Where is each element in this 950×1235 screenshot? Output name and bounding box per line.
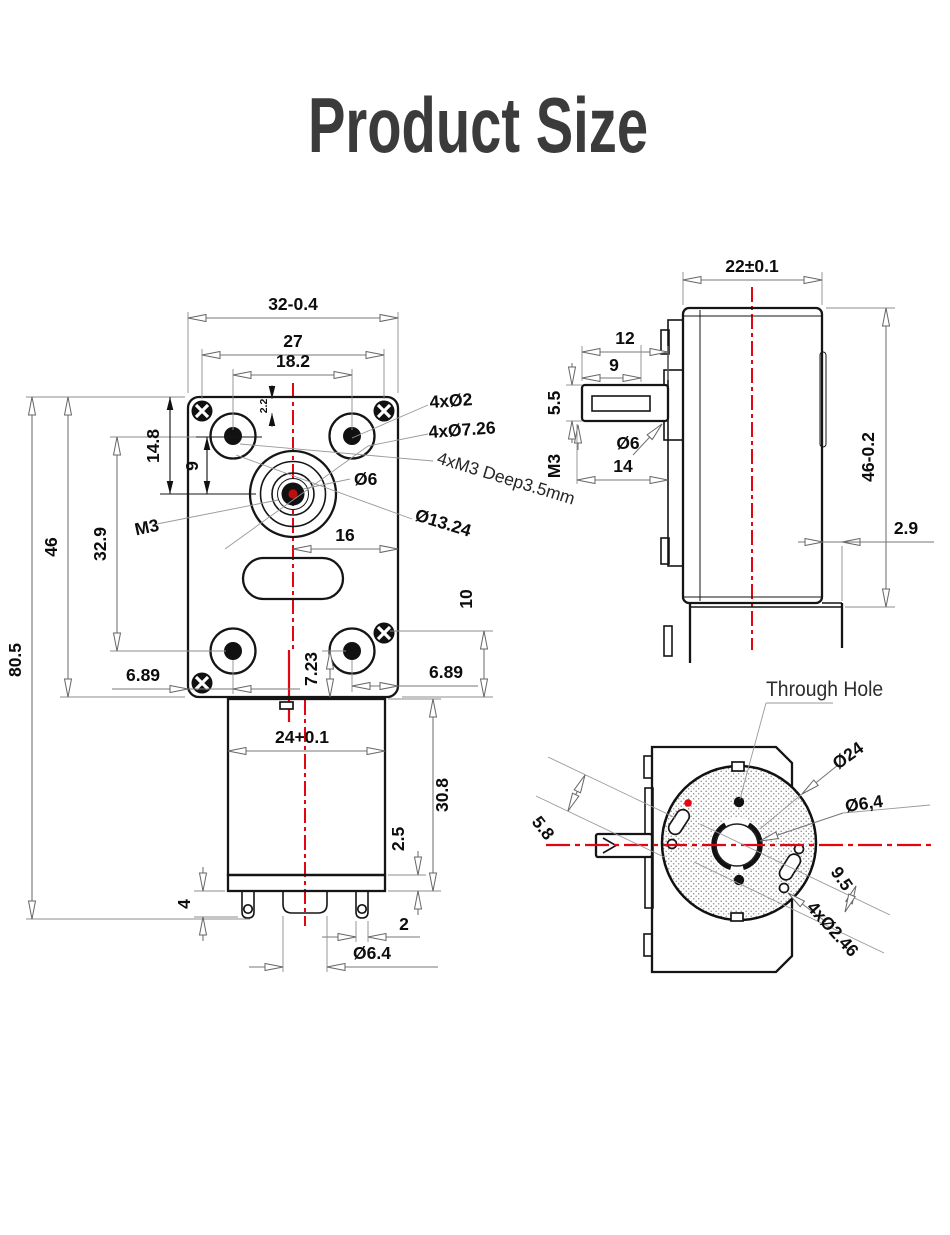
dim-shaft-flat-height: 5.5 [544, 391, 564, 416]
front-callouts: 4xØ2 4xØ7.26 4xM3 Deep3.5mm Ø6 Ø13.24 [224, 389, 577, 550]
label-center-dia: Ø6,4 [844, 791, 885, 816]
keyway-marker [279, 701, 294, 710]
side-seam [819, 351, 827, 448]
dim-edge-to-hole-left: 6.89 [126, 665, 160, 685]
dim-slot-offset: 5.8 [528, 812, 559, 844]
dim-shaft-total-length: 14 [613, 456, 633, 476]
window-slot [241, 556, 345, 601]
dim-screw-span: 27 [283, 331, 302, 351]
label-small-holes: 4xØ2.46 [803, 897, 863, 960]
dim-gearbox-height: 46 [41, 537, 61, 557]
dim-hole-rows-span: 32.9 [90, 527, 110, 561]
dim-overall-width: 32-0.4 [268, 294, 318, 314]
dim-cap-dia: Ø6.4 [353, 943, 391, 963]
side-shaft [580, 383, 670, 423]
dim-hole-span: 18.2 [276, 351, 310, 371]
side-view: 22±0.1 46-0.2 2.9 12 9 5.5 M3 Ø6 [544, 256, 934, 663]
page-title: Product Size [308, 82, 648, 169]
dim-edge-to-hole-right: 6.89 [429, 662, 463, 682]
dim-flat-length: 9 [609, 355, 619, 375]
dim-step-depth: 2.9 [894, 518, 919, 538]
side-front-plate [667, 319, 684, 567]
front-left-dims: 14.8 9 32.9 46 80.5 M3 [5, 396, 279, 920]
corner-screws [191, 400, 395, 694]
motor-outline [226, 697, 387, 877]
dim-slot-span: 9.5 [827, 863, 857, 895]
dim-screw-to-bottom: 10 [456, 589, 476, 609]
dim-body-width: 22±0.1 [725, 256, 779, 276]
through-hole-top [733, 796, 745, 808]
shaft-flat [591, 395, 651, 412]
dim-motor-width: 24+0.1 [275, 727, 329, 747]
motor-terminals [241, 891, 369, 919]
label-mount-holes: 4xØ7.26 [428, 417, 497, 442]
label-shaft-thread: M3 [544, 454, 564, 479]
label-hub-dia: Ø13.24 [413, 505, 474, 541]
vent-slot-upper [667, 808, 691, 836]
dim-motor-height: 30.8 [432, 778, 452, 812]
dim-top-to-center: 14.8 [143, 429, 163, 463]
small-hole-bottom [778, 882, 790, 894]
motor-dims: 24+0.1 30.8 2.5 4 2 Ø6.4 [174, 698, 452, 972]
label-through-hole: Through Hole [766, 677, 883, 701]
rear-view: Through Hole Ø24 Ø6,4 5.8 9.5 4xØ2.46 [528, 677, 932, 974]
label-output-thread: M3 [133, 515, 161, 540]
dim-total-height: 80.5 [5, 643, 25, 677]
red-index-dot [684, 799, 692, 807]
dim-hole-row-to-center: 9 [182, 461, 202, 471]
front-top-dims: 32-0.4 27 18.2 2.2 [187, 294, 399, 430]
dim-shaft-length: 12 [615, 328, 635, 348]
motor-end-cap [282, 891, 328, 914]
label-shaft-dia: Ø6 [354, 469, 378, 489]
front-bottom-dims: 6.89 6.89 7.23 16 10 [112, 525, 493, 698]
motor-plate [226, 873, 387, 893]
dim-edge-to-screw: 2.2 [258, 399, 270, 414]
dim-pin-length: 4 [174, 899, 194, 909]
dim-plate-thickness: 2.5 [388, 827, 408, 852]
label-side-shaft-dia: Ø6 [616, 433, 640, 453]
dim-center-to-edge: 16 [335, 525, 355, 545]
label-pin-holes: 4xØ2 [429, 389, 473, 412]
dim-pin-width: 2 [399, 914, 409, 934]
side-dims: 22±0.1 46-0.2 2.9 12 9 5.5 M3 Ø6 [544, 256, 934, 608]
dim-hole-to-bottom: 7.23 [301, 652, 321, 686]
dim-body-height: 46-0.2 [858, 432, 878, 482]
front-view: 32-0.4 27 18.2 2.2 14.8 9 32.9 46 [5, 294, 577, 972]
